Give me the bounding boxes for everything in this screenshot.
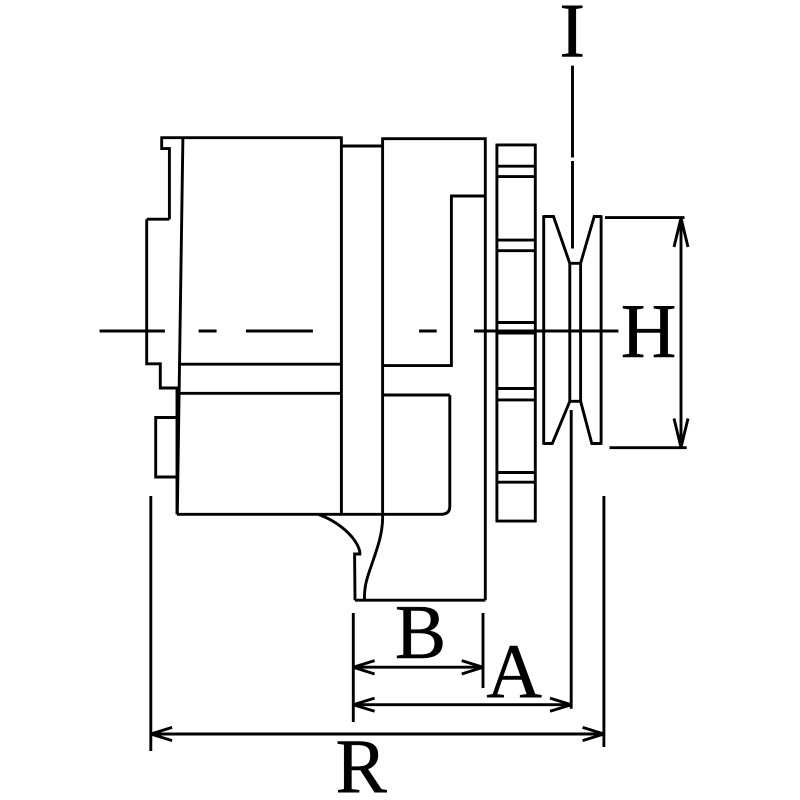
svg-text:B: B	[395, 589, 446, 675]
svg-text:H: H	[621, 288, 677, 374]
svg-text:A: A	[486, 628, 542, 714]
svg-text:I: I	[559, 0, 585, 73]
svg-text:R: R	[336, 723, 388, 800]
